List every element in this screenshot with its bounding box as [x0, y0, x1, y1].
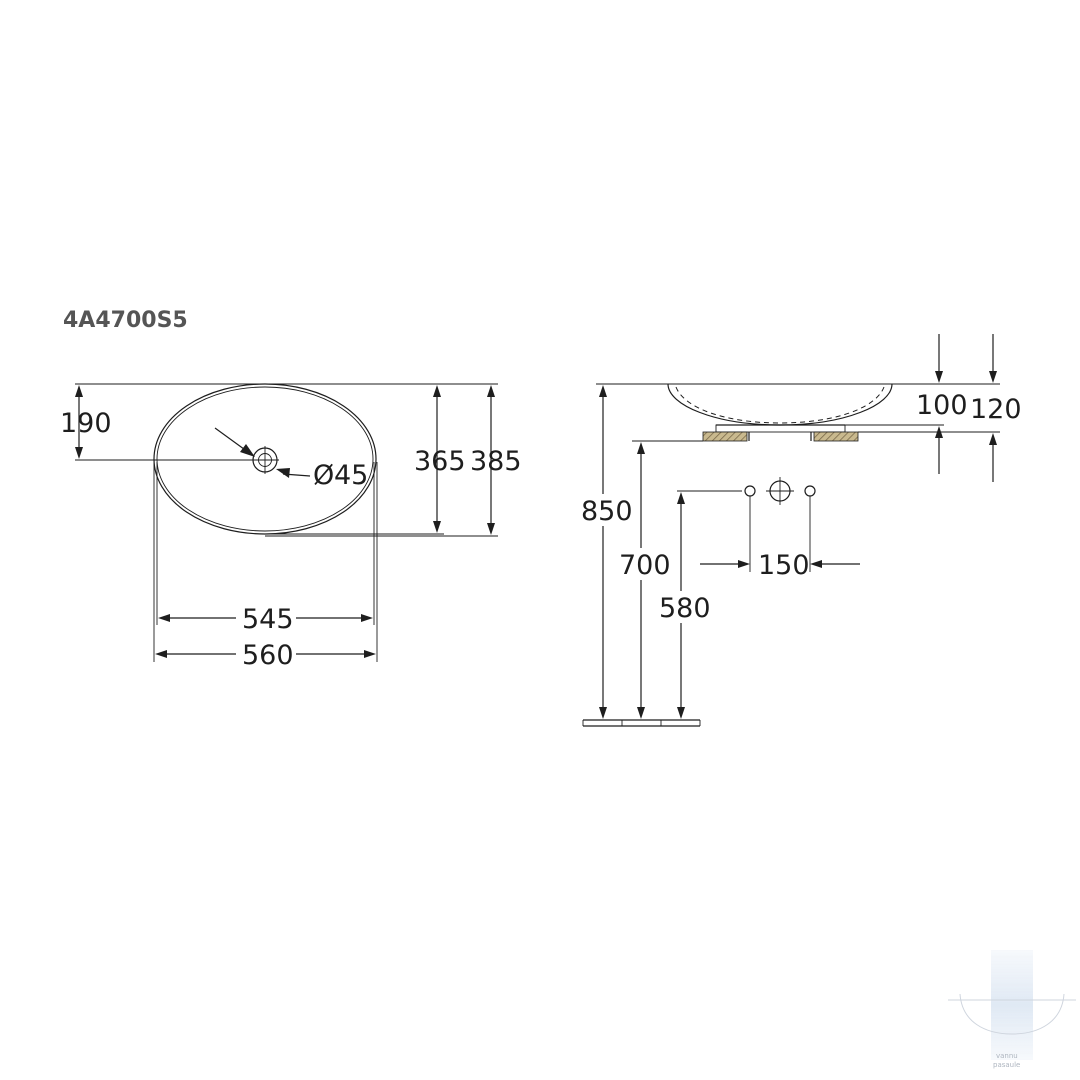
drain-diameter-label: 45 [334, 460, 368, 491]
product-code: 4A4700S5 [63, 308, 188, 333]
basin-profile [667, 383, 893, 426]
tap-hole-right [804, 485, 816, 497]
outer-depth-label: 385 [470, 446, 522, 477]
diameter-symbol: Ø [313, 460, 334, 491]
watermark-text-1: vannu [996, 1052, 1018, 1060]
tap-hole-left [744, 485, 756, 497]
inner-depth-label: 365 [414, 446, 466, 477]
countertop-left [702, 431, 748, 442]
side-view: 150 850 700 580 100 [580, 334, 1022, 727]
watermark-logo: vannu pasaule [948, 950, 1076, 1069]
counter-bottom-height-label: 700 [619, 550, 671, 581]
outer-width-label: 560 [242, 640, 294, 671]
inner-width-label: 545 [242, 604, 294, 635]
top-view: Ø 45 190 365 385 545 [60, 383, 522, 671]
basin-base [715, 424, 846, 433]
tap-height-label: 580 [659, 593, 711, 624]
basin-height-label: 100 [916, 390, 968, 421]
basin-total-height-label: 120 [970, 394, 1022, 425]
counter-height-label: 850 [581, 496, 633, 527]
watermark-text-2: pasaule [993, 1061, 1020, 1069]
countertop-right [813, 431, 859, 442]
drain-offset-label: 190 [60, 408, 112, 439]
tap-spacing-label: 150 [758, 550, 810, 581]
basin-inner-outline [156, 386, 374, 532]
